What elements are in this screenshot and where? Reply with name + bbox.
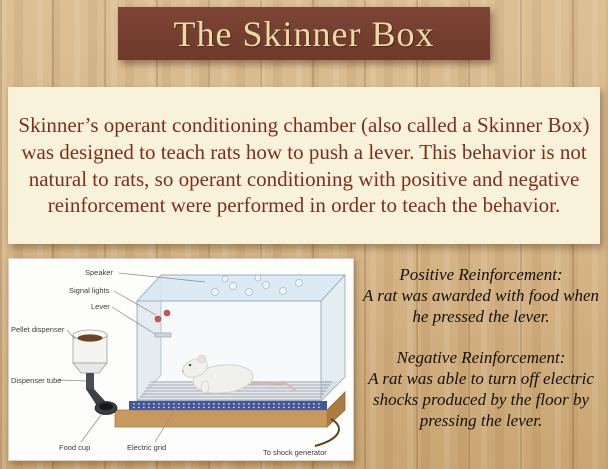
shock-generator-wire <box>314 418 340 447</box>
food-cup <box>94 401 118 415</box>
label-shock-generator: To shock generator <box>263 448 327 457</box>
positive-reinforcement-title: Positive Reinforcement: <box>399 265 563 284</box>
rat-figure <box>182 354 297 394</box>
chamber-front-face <box>136 300 322 402</box>
label-food-cup: Food cup <box>59 443 90 452</box>
positive-reinforcement-note: Positive Reinforcement: A rat was awarde… <box>360 264 602 327</box>
label-signal-lights: Signal lights <box>69 286 110 295</box>
speaker-holes <box>211 274 303 296</box>
label-lever: Lever <box>91 302 110 311</box>
label-dispenser-tube: Dispenser tube <box>11 376 61 385</box>
title-banner: The Skinner Box <box>118 7 490 60</box>
grid-front-strip <box>129 401 327 410</box>
lever <box>154 332 172 338</box>
page-title: The Skinner Box <box>173 13 435 54</box>
dispenser-tube <box>86 373 105 406</box>
positive-reinforcement-body: A rat was awarded with food when he pres… <box>362 286 600 327</box>
pellet-dispenser <box>72 329 108 374</box>
description-text: Skinner’s operant conditioning chamber (… <box>18 113 590 218</box>
negative-reinforcement-note: Negative Reinforcement: A rat was able t… <box>360 347 602 431</box>
signal-lights <box>154 309 171 323</box>
label-pointer-lines <box>58 272 206 443</box>
label-pellet-dispenser: Pellet dispenser <box>11 325 65 334</box>
chamber-top-face <box>135 274 347 302</box>
label-speaker: Speaker <box>85 268 113 277</box>
negative-reinforcement-body: A rat was able to turn off electric shoc… <box>368 369 594 431</box>
description-box: Skinner’s operant conditioning chamber (… <box>8 87 600 244</box>
skinner-box-diagram: Speaker Signal lights Lever Pellet dispe… <box>8 258 354 461</box>
negative-reinforcement-title: Negative Reinforcement: <box>396 348 566 368</box>
skinner-box-illustration: Speaker Signal lights Lever Pellet dispe… <box>11 268 347 457</box>
rat-tail <box>250 381 297 392</box>
label-electric-grid: Electric grid <box>127 443 166 452</box>
reinforcement-notes: Positive Reinforcement: A rat was awarde… <box>360 264 602 452</box>
